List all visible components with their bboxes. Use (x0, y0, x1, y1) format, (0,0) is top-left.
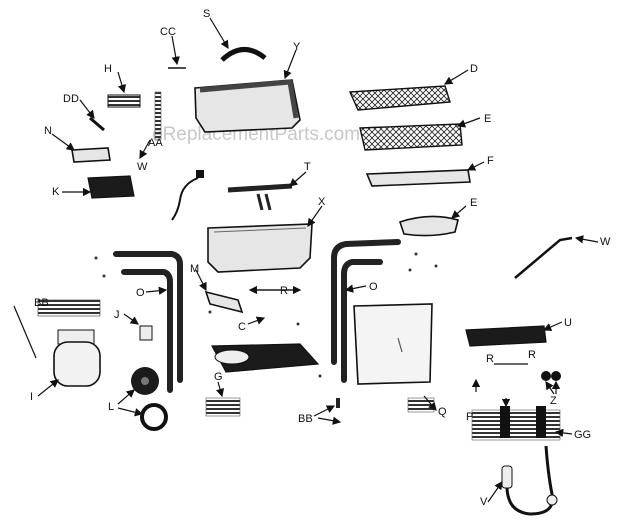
label-x: X (318, 196, 326, 208)
part-h-grid (107, 71, 141, 108)
part-side-strip (154, 91, 162, 141)
label-p: P (466, 411, 473, 423)
label-cc: CC (160, 26, 176, 38)
label-w-small: W (137, 161, 148, 173)
part-cooking-grate (359, 117, 481, 151)
label-gg: GG (574, 429, 591, 441)
part-c-bolt (247, 316, 266, 325)
label-h: H (104, 63, 112, 75)
part-igniter-wire (171, 170, 204, 221)
part-left-frame (113, 251, 183, 393)
part-dd-bracket (79, 99, 105, 132)
label-f: F (487, 155, 494, 167)
label-r-bolt1: R (486, 353, 494, 365)
label-s: S (203, 8, 210, 20)
pointer-o-left (145, 286, 168, 295)
label-bb2: BB (298, 413, 313, 425)
label-r-bolt2: R (528, 349, 536, 361)
part-right-frame (331, 239, 401, 383)
part-lid (194, 49, 301, 133)
part-small-screws (94, 252, 438, 378)
pointer-aa (139, 139, 151, 160)
part-door (353, 303, 437, 413)
label-u: U (564, 317, 572, 329)
label-d: D (470, 63, 478, 75)
label-e2: E (470, 197, 477, 209)
part-warming-rack (348, 69, 469, 111)
label-w: W (600, 236, 611, 248)
part-bb-hardware (13, 299, 101, 359)
part-bottom-shelf (211, 343, 320, 373)
part-g-hardware (205, 381, 241, 417)
part-cc-screw (168, 35, 186, 69)
label-k: K (52, 186, 60, 198)
label-c: C (238, 321, 246, 333)
label-j: J (114, 309, 120, 321)
part-u-plate (465, 321, 563, 347)
label-y: Y (293, 41, 301, 53)
label-m: M (190, 263, 199, 275)
pointer-gg (554, 428, 573, 438)
part-knobs (541, 371, 561, 395)
label-n: N (44, 125, 52, 137)
part-control-panel (62, 175, 135, 199)
pointer-o-right (344, 284, 367, 293)
label-l: L (108, 401, 114, 413)
label-g: G (214, 371, 223, 383)
label-aa: AA (148, 137, 163, 149)
part-n-housing (51, 133, 111, 163)
label-bb: BB (34, 297, 49, 309)
part-heat-plate (365, 161, 485, 187)
label-o-left: O (136, 287, 145, 299)
part-regulator-hose (487, 445, 558, 516)
label-z: Z (550, 395, 557, 407)
part-bb2-screws (313, 398, 342, 425)
part-burner (227, 171, 307, 211)
label-dd: DD (63, 93, 79, 105)
part-lid-handle (209, 17, 267, 62)
part-w-rod (514, 235, 599, 279)
label-r: R (280, 285, 288, 297)
part-m-shield (195, 269, 244, 314)
part-manifold (471, 378, 561, 441)
label-v: V (480, 496, 488, 508)
label-i: I (30, 391, 33, 403)
part-j-bracket (123, 313, 153, 341)
label-o-right: O (369, 281, 378, 293)
part-propane-tank (37, 329, 101, 397)
part-firebox (207, 205, 323, 273)
label-t: T (304, 161, 311, 173)
part-wheels (117, 367, 168, 431)
label-q: Q (438, 406, 447, 418)
part-side-tray (398, 205, 467, 237)
label-e: E (484, 113, 491, 125)
